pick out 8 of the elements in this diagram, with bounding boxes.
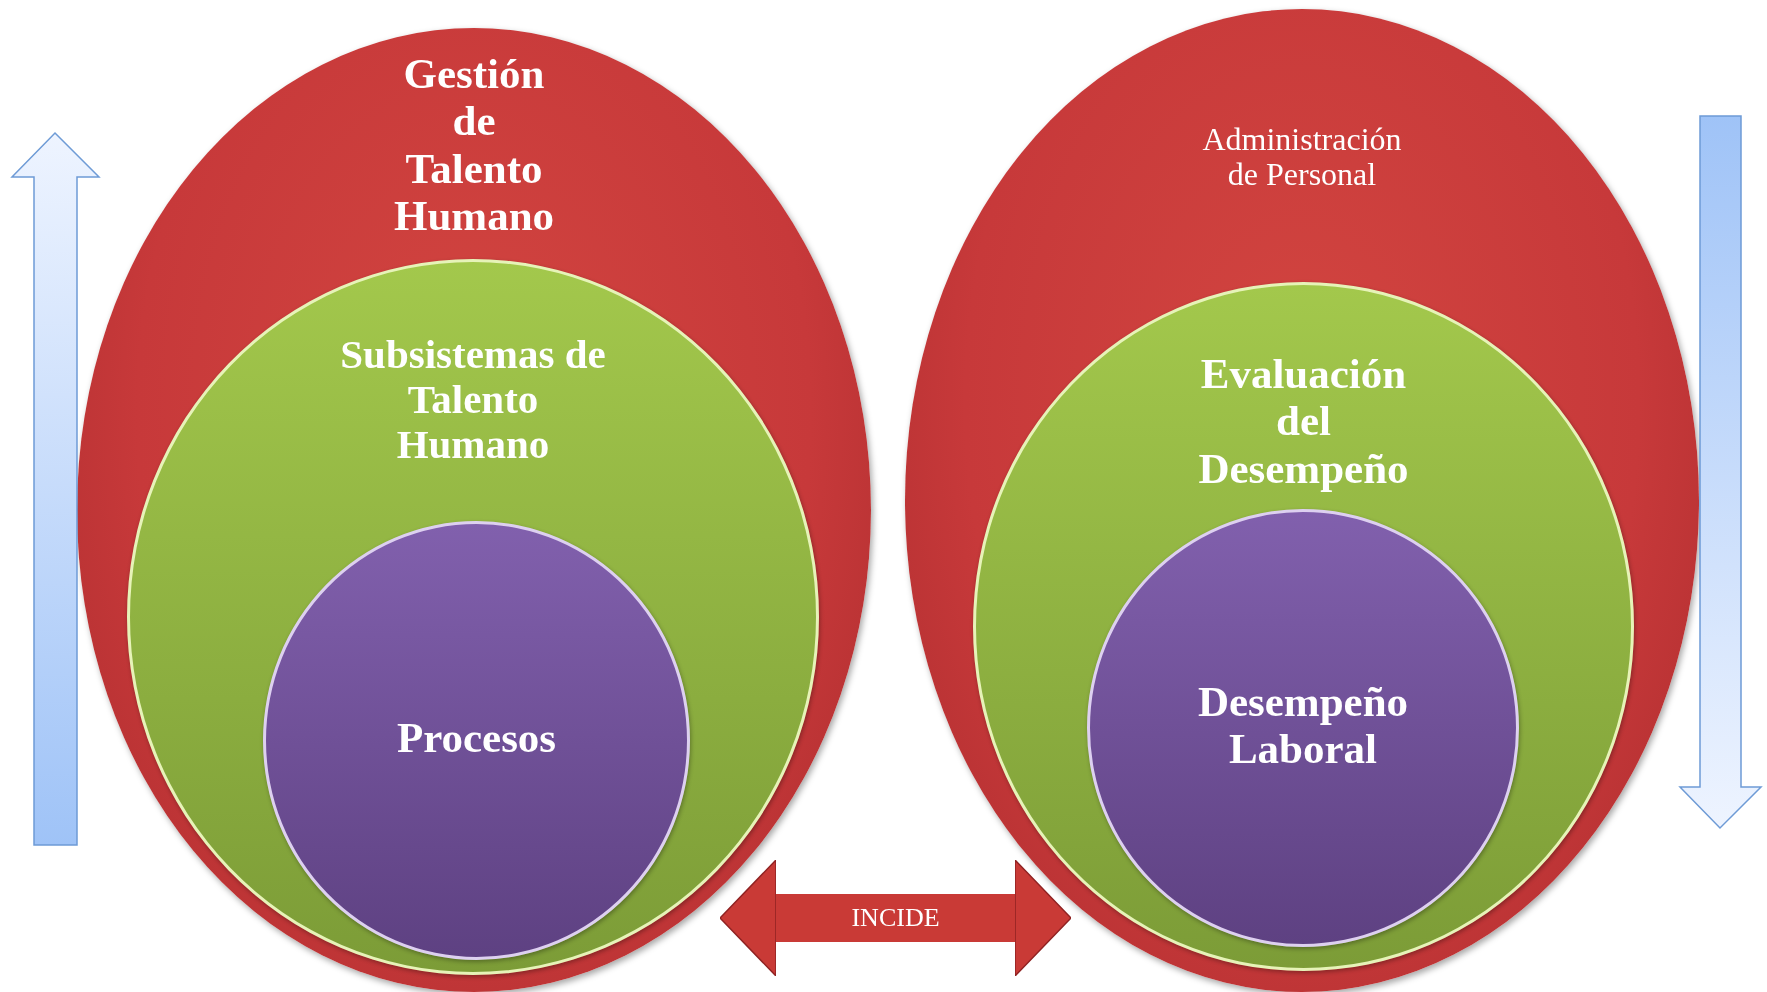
node-label: Subsistemas de Talento Humano (339, 332, 607, 468)
node-label: Desempeño Laboral (1197, 678, 1409, 773)
double-arrow (719, 859, 1072, 977)
node-label: Gestión de Talento Humano (393, 50, 555, 240)
node-label: Administración de Personal (1201, 122, 1403, 193)
edge-label: INCIDE (851, 903, 940, 933)
node-label: Procesos (395, 714, 558, 762)
node-label: Evaluación del Desempeño (1198, 350, 1409, 492)
